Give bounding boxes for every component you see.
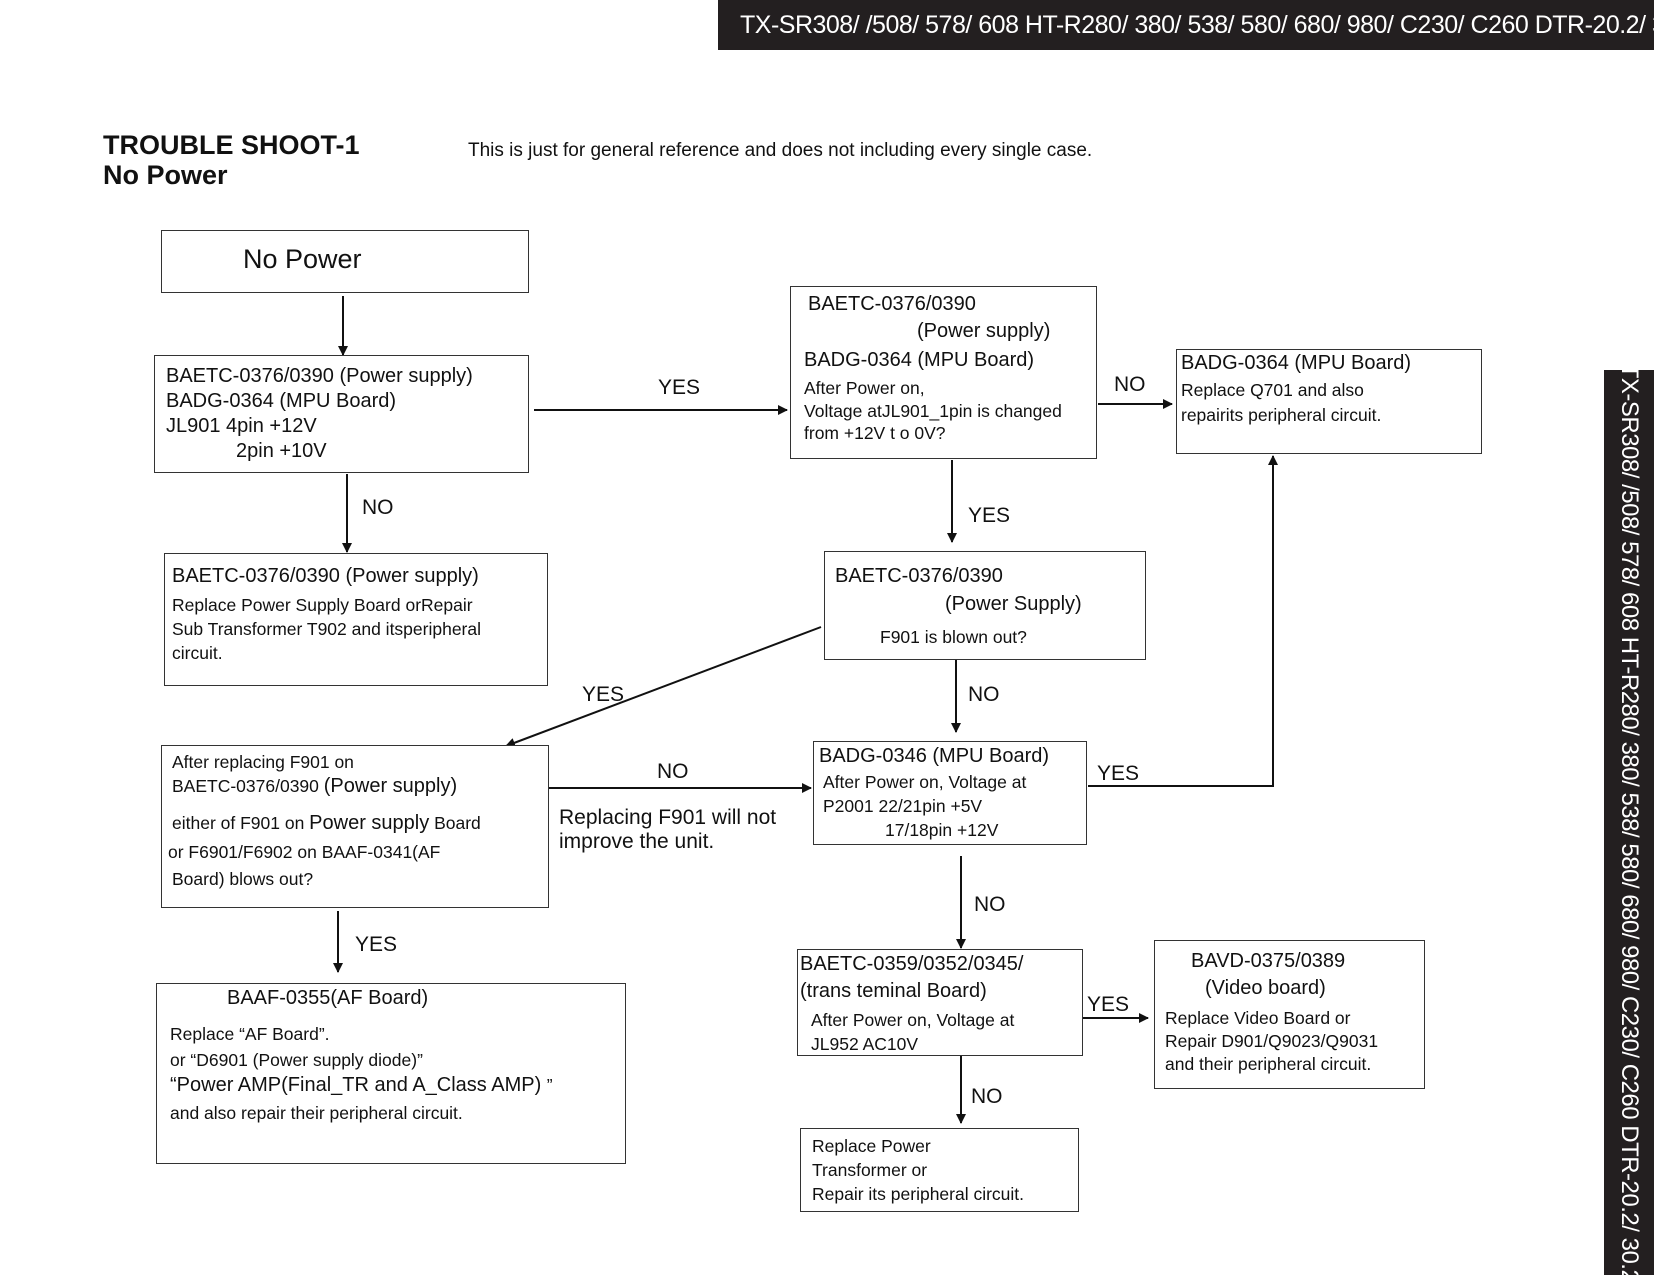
after-line-2b: (Power supply): [323, 775, 458, 797]
trans-line-2: (trans teminal Board): [800, 980, 987, 1002]
label-jl901-no: NO: [1114, 373, 1146, 396]
jl901-line-3: BADG-0364 (MPU Board): [804, 349, 1035, 371]
replace-psu-line-2: Replace Power Supply Board orRepair: [172, 595, 473, 615]
after-line-5: Board) blows out?: [172, 869, 314, 889]
label-jl901-yes: YES: [968, 504, 1011, 527]
node-f901-blown: BAETC-0376/0390 (Power Supply) F901 is b…: [824, 551, 1146, 660]
transformer-line-3: Repair its peripheral circuit.: [812, 1184, 1025, 1204]
jl901-line-6: from +12V t o 0V?: [804, 423, 946, 443]
node-no-power: No Power: [161, 230, 529, 293]
node-check-jl901-voltage: BAETC-0376/0390 (Power supply) BADG-0364…: [154, 355, 529, 473]
header-model-text: TX-SR308/ /508/ 578/ 608 HT-R280/ 380/ 5…: [740, 11, 1654, 39]
node-after-replacing-f901: After replacing F901 on BAETC-0376/0390 …: [161, 745, 549, 908]
page-title: TROUBLE SHOOT-1 No Power: [103, 130, 360, 190]
reference-note: This is just for general reference and d…: [468, 140, 1093, 161]
after-line-3b: Power supply: [309, 812, 430, 834]
node-trans-terminal: BAETC-0359/0352/0345/ (trans teminal Boa…: [797, 949, 1083, 1056]
label-trans-yes: YES: [1087, 993, 1130, 1016]
af-line-2: Replace “AF Board”.: [170, 1024, 330, 1044]
replace-psu-line-4: circuit.: [172, 643, 223, 663]
node-replace-power-transformer: Replace Power Transformer or Repair its …: [800, 1128, 1079, 1212]
jl901-line-2: (Power supply): [917, 320, 1051, 342]
f901-line-3: F901 is blown out?: [880, 627, 1027, 647]
mpu-line-4: 17/18pin +12V: [885, 820, 999, 840]
video-line-3: Replace Video Board or: [1165, 1008, 1351, 1028]
label-mpu-no: NO: [974, 893, 1006, 916]
jl901-line-4: After Power on,: [804, 378, 925, 398]
node-af-board: BAAF-0355(AF Board) Replace “AF Board”. …: [156, 983, 626, 1164]
replace-psu-line-1: BAETC-0376/0390 (Power supply): [172, 565, 479, 587]
node-replace-q701: BADG-0364 (MPU Board) Replace Q701 and a…: [1176, 349, 1482, 454]
video-line-1: BAVD-0375/0389: [1191, 950, 1346, 972]
label-trans-no: NO: [971, 1085, 1003, 1108]
after-line-4: or F6901/F6902 on BAAF-0341(AF: [168, 842, 441, 862]
check-line-2: BADG-0364 (MPU Board): [166, 390, 397, 412]
af-line-4b: ”: [546, 1075, 553, 1095]
trans-line-4: JL952 AC10V: [811, 1034, 919, 1054]
label-after-no-note-2: improve the unit.: [559, 830, 715, 853]
transformer-line-2: Transformer or: [812, 1160, 928, 1180]
label-after-no-note-1: Replacing F901 will not: [559, 806, 777, 829]
q701-line-3: repairits peripheral circuit.: [1181, 405, 1382, 425]
af-line-1: BAAF-0355(AF Board): [227, 987, 429, 1009]
jl901-line-1: BAETC-0376/0390: [808, 293, 976, 315]
trans-line-1: BAETC-0359/0352/0345/: [800, 953, 1024, 975]
header-model-bar: TX-SR308/ /508/ 578/ 608 HT-R280/ 380/ 5…: [718, 0, 1654, 50]
q701-line-1: BADG-0364 (MPU Board): [1181, 352, 1412, 374]
video-line-2: (Video board): [1205, 977, 1326, 999]
side-model-bar: TX-SR308/ /508/ 578/ 608 HT-R280/ 380/ 5…: [1604, 370, 1654, 1275]
af-line-5: and also repair their peripheral circuit…: [170, 1103, 463, 1123]
replace-psu-line-3: Sub Transformer T902 and itsperipheral: [172, 619, 482, 639]
node-replace-power-supply: BAETC-0376/0390 (Power supply) Replace P…: [164, 553, 548, 686]
label-f901-no: NO: [968, 683, 1000, 706]
jl901-line-5: Voltage atJL901_1pin is changed: [804, 401, 1062, 421]
node-jl901-changes: BAETC-0376/0390 (Power supply) BADG-0364…: [790, 286, 1097, 459]
arrow-f901-yes: [505, 626, 822, 748]
title-line-1: TROUBLE SHOOT-1: [103, 130, 360, 160]
video-line-4: Repair D901/Q9023/Q9031: [1165, 1031, 1379, 1051]
mpu-line-3: P2001 22/21pin +5V: [823, 796, 983, 816]
arrow-mpu-yes: [1088, 455, 1278, 787]
label-mpu-yes: YES: [1097, 762, 1140, 785]
label-f901-yes: YES: [582, 683, 625, 706]
node-no-power-text: No Power: [243, 244, 362, 274]
label-check-yes: YES: [658, 376, 701, 399]
af-line-4a: “Power AMP(Final_TR and A_Class AMP): [170, 1074, 547, 1096]
video-line-5: and their peripheral circuit.: [1165, 1054, 1372, 1074]
after-line-3a: either of F901 on: [172, 813, 310, 833]
f901-line-2: (Power Supply): [945, 593, 1082, 615]
check-line-4: 2pin +10V: [236, 440, 327, 462]
node-mpu-p2001: BADG-0346 (MPU Board) After Power on, Vo…: [813, 741, 1087, 845]
trans-line-3: After Power on, Voltage at: [811, 1010, 1015, 1030]
mpu-line-1: BADG-0346 (MPU Board): [819, 745, 1050, 767]
mpu-line-2: After Power on, Voltage at: [823, 772, 1027, 792]
f901-line-1: BAETC-0376/0390: [835, 565, 1003, 587]
af-line-3: or “D6901 (Power supply diode)”: [170, 1050, 423, 1070]
check-line-1: BAETC-0376/0390 (Power supply): [166, 365, 473, 387]
node-video-board: BAVD-0375/0389 (Video board) Replace Vid…: [1154, 940, 1425, 1089]
transformer-line-1: Replace Power: [812, 1136, 931, 1156]
label-check-no: NO: [362, 496, 394, 519]
after-line-2a: BAETC-0376/0390: [172, 776, 324, 796]
q701-line-2: Replace Q701 and also: [1181, 380, 1364, 400]
after-line-3c: Board: [429, 813, 481, 833]
title-line-2: No Power: [103, 160, 228, 190]
label-after-no: NO: [657, 760, 689, 783]
label-after-yes: YES: [355, 933, 398, 956]
after-line-1: After replacing F901 on: [172, 752, 354, 772]
check-line-3: JL901 4pin +12V: [166, 415, 317, 437]
